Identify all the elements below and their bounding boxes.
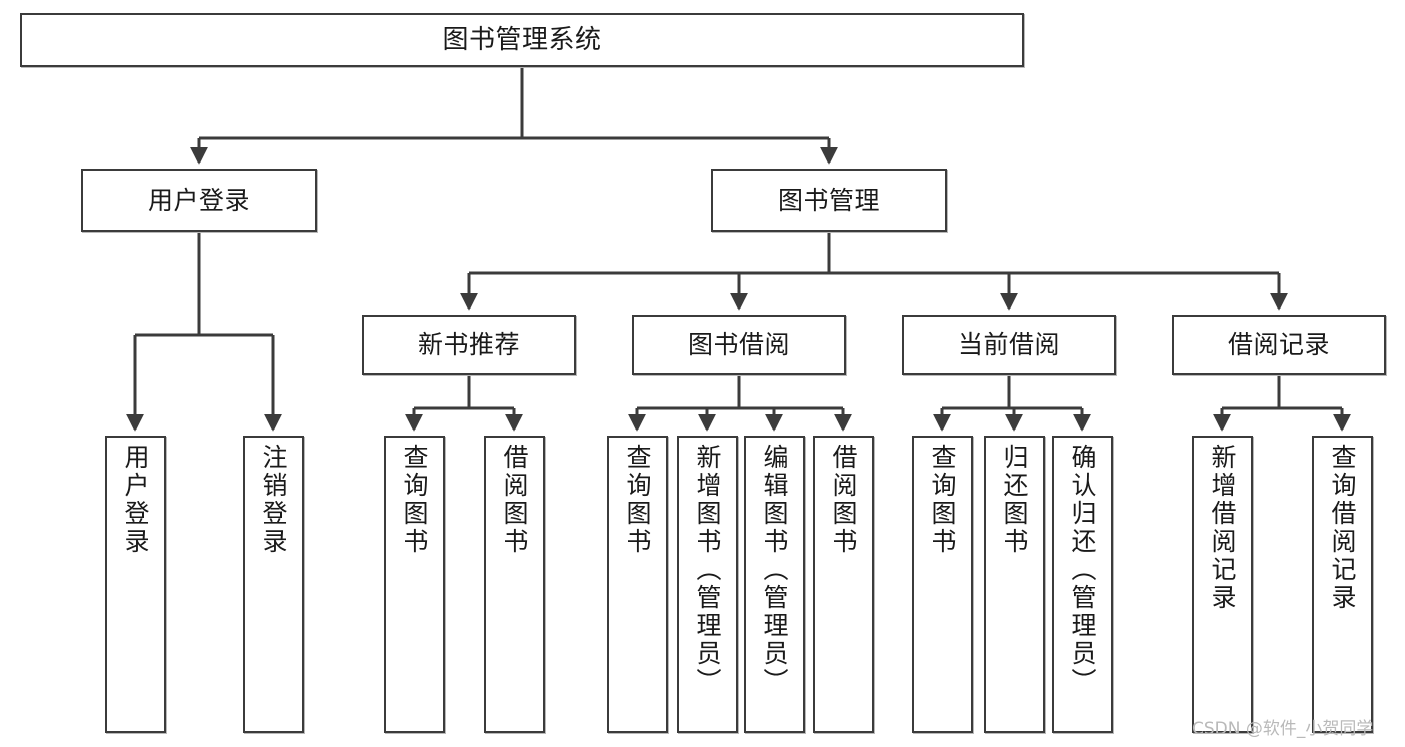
node-borrow-record[interactable]: 借阅记录: [1172, 315, 1386, 375]
node-borrow-record-label: 借阅记录: [1227, 330, 1330, 360]
node-leaf-borrow-book-1[interactable]: 借阅图书: [484, 436, 545, 733]
node-leaf-add-book-label: 新增图书（管理员）: [693, 444, 722, 696]
node-leaf-query-book-1[interactable]: 查询图书: [384, 436, 445, 733]
node-leaf-borrow-book-2[interactable]: 借阅图书: [813, 436, 874, 733]
node-leaf-add-record[interactable]: 新增借阅记录: [1192, 436, 1253, 733]
node-leaf-query-book-3[interactable]: 查询图书: [912, 436, 973, 733]
csdn-watermark: CSDN @软件_小贺同学: [1192, 719, 1374, 739]
node-leaf-user-login[interactable]: 用户登录: [105, 436, 166, 733]
node-leaf-user-logout[interactable]: 注销登录: [243, 436, 304, 733]
node-leaf-confirm-return[interactable]: 确认归还（管理员）: [1052, 436, 1113, 733]
node-book-borrow[interactable]: 图书借阅: [632, 315, 846, 375]
node-leaf-borrow-book-2-label: 借阅图书: [829, 444, 858, 556]
node-current-borrow[interactable]: 当前借阅: [902, 315, 1116, 375]
node-leaf-borrow-book-1-label: 借阅图书: [500, 444, 529, 556]
node-leaf-query-book-3-label: 查询图书: [928, 444, 957, 556]
node-current-borrow-label: 当前借阅: [957, 330, 1060, 360]
node-leaf-user-login-label: 用户登录: [121, 444, 150, 556]
node-user-login[interactable]: 用户登录: [81, 169, 317, 232]
node-leaf-return-book-label: 归还图书: [1000, 444, 1029, 556]
node-leaf-edit-book-label: 编辑图书（管理员）: [760, 444, 789, 696]
node-leaf-add-record-label: 新增借阅记录: [1208, 444, 1237, 612]
node-leaf-edit-book[interactable]: 编辑图书（管理员）: [744, 436, 805, 733]
node-leaf-query-book-1-label: 查询图书: [400, 444, 429, 556]
node-book-manage[interactable]: 图书管理: [711, 169, 947, 232]
node-new-book-recommend[interactable]: 新书推荐: [362, 315, 576, 375]
node-root[interactable]: 图书管理系统: [20, 13, 1024, 67]
node-leaf-query-book-2-label: 查询图书: [623, 444, 652, 556]
node-leaf-return-book[interactable]: 归还图书: [984, 436, 1045, 733]
node-user-login-label: 用户登录: [147, 185, 250, 215]
node-leaf-query-record-label: 查询借阅记录: [1328, 444, 1357, 612]
node-book-manage-label: 图书管理: [777, 185, 880, 215]
node-leaf-add-book[interactable]: 新增图书（管理员）: [677, 436, 738, 733]
node-leaf-query-record[interactable]: 查询借阅记录: [1312, 436, 1373, 733]
node-leaf-query-book-2[interactable]: 查询图书: [607, 436, 668, 733]
node-root-label: 图书管理系统: [442, 24, 602, 55]
node-leaf-confirm-return-label: 确认归还（管理员）: [1068, 444, 1097, 696]
node-leaf-user-logout-label: 注销登录: [259, 444, 288, 556]
node-new-book-recommend-label: 新书推荐: [417, 330, 520, 360]
node-book-borrow-label: 图书借阅: [687, 330, 790, 360]
